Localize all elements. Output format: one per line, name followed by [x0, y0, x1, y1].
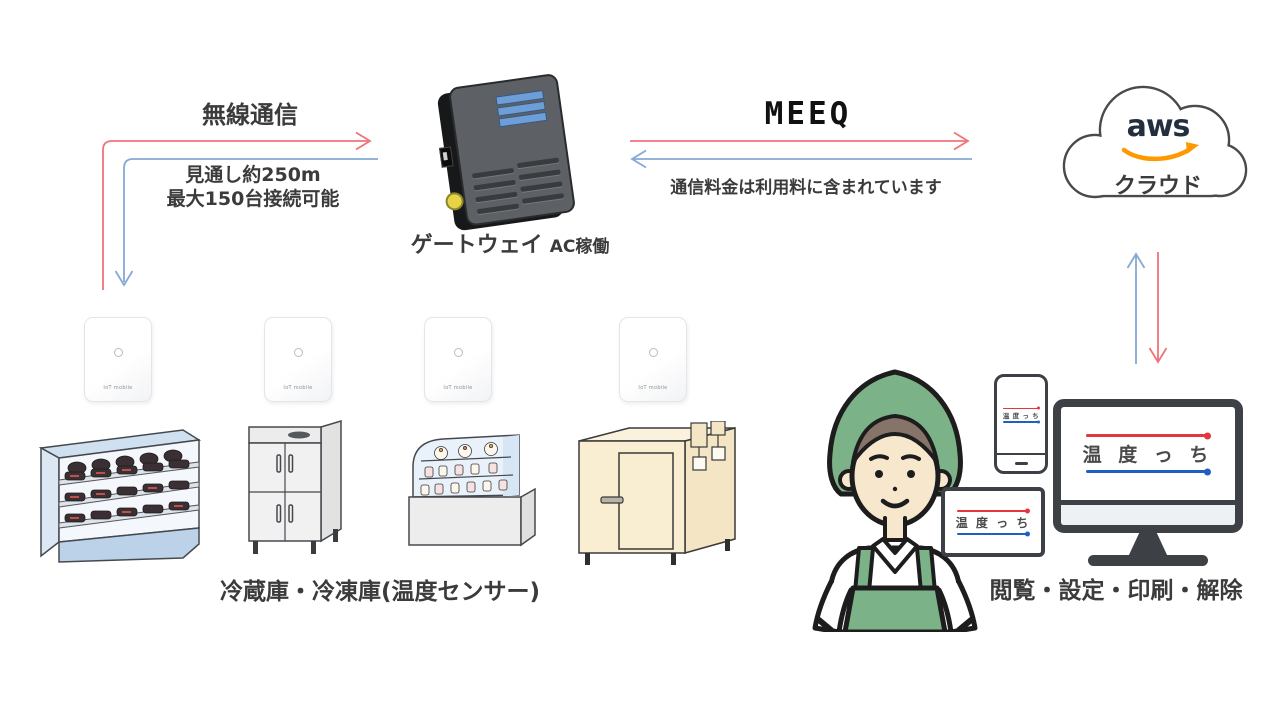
- tablet-device: 温 度 っ ち: [941, 487, 1045, 557]
- arrow-cloud-to-gateway-blue: [630, 149, 972, 169]
- wireless-range-note: 見通し約250m 最大150台接続可能: [118, 164, 388, 212]
- monitor-stand-neck: [1128, 533, 1168, 557]
- sensor-device: IoT mobile: [264, 317, 332, 402]
- app-logo-blue-line: [1003, 421, 1039, 423]
- smartphone-device: 温 度 っ ち: [994, 374, 1048, 474]
- gateway-vent: [521, 193, 565, 204]
- fridge-walkin-cooler-illustration: [578, 421, 736, 565]
- app-logo-blue-line: [1086, 470, 1210, 473]
- sensor-led-icon: [113, 348, 123, 357]
- app-logo: 温 度 っ ち: [1002, 407, 1040, 423]
- sensor-brand: IoT mobile: [283, 385, 313, 391]
- sensor-device: IoT mobile: [424, 317, 492, 402]
- sensor-brand: IoT mobile: [103, 385, 133, 391]
- monitor-screen: 温 度 っ ち: [1061, 407, 1235, 500]
- fridge-cake-display-illustration: [408, 434, 536, 547]
- wireless-title: 無線通信: [202, 101, 298, 129]
- sensor-brand: IoT mobile: [638, 385, 668, 391]
- gateway-power-mode: AC稼働: [549, 237, 610, 257]
- app-logo-text: 温 度 っ ち: [1002, 412, 1040, 420]
- app-logo-text: 温 度 っ ち: [1082, 444, 1214, 466]
- app-logo-blue-line: [957, 532, 1029, 535]
- range-line1: 見通し約250m: [185, 164, 321, 186]
- gateway-vent: [476, 203, 520, 215]
- arrow-cloud-to-user-red: [1148, 252, 1168, 364]
- gateway-port: [439, 146, 454, 168]
- arrow-user-to-cloud-blue: [1126, 252, 1146, 364]
- gateway-label: ゲートウェイ AC稼働: [370, 227, 650, 259]
- store-staff-illustration: [812, 369, 978, 632]
- aws-logo-text: aws: [1126, 109, 1191, 144]
- gateway-vent: [473, 179, 516, 191]
- app-logo-red-line: [1086, 434, 1210, 437]
- gateway-vent: [516, 157, 560, 169]
- sensor-device: IoT mobile: [619, 317, 687, 402]
- range-line2: 最大150台接続可能: [166, 187, 340, 210]
- aws-smile-swoosh: [1121, 142, 1199, 162]
- sensor-led-icon: [293, 348, 303, 357]
- gateway-vent: [471, 167, 515, 179]
- sensor-device: IoT mobile: [84, 317, 152, 402]
- sensor-brand: IoT mobile: [443, 385, 473, 391]
- monitor-chin-bezel: [1061, 500, 1235, 525]
- fridge-four-door-illustration: [248, 419, 342, 554]
- gateway-device-image: [436, 72, 577, 232]
- sensor-led-icon: [648, 348, 658, 357]
- app-logo: 温 度 っ ち: [1083, 434, 1210, 473]
- smartphone-home-bar: [997, 453, 1045, 471]
- app-logo-text: 温 度 っ ち: [955, 515, 1031, 530]
- desktop-monitor-device: 温 度 っ ち: [1053, 399, 1243, 533]
- gateway-vent: [518, 169, 561, 181]
- aws-cloud-label: クラウド: [1113, 174, 1202, 199]
- gateway-front-panel: [447, 72, 577, 227]
- arrow-gateway-to-cloud-red: [630, 131, 970, 151]
- meeq-note: 通信料金は利用料に含まれています: [670, 178, 942, 198]
- smartphone-screen: 温 度 っ ち: [997, 377, 1045, 453]
- fridges-caption: 冷蔵庫・冷凍庫(温度センサー): [219, 579, 541, 605]
- fridge-open-display-case-illustration: [38, 429, 202, 563]
- gateway-vent: [520, 181, 563, 193]
- user-actions-caption: 閲覧・設定・印刷・解除: [989, 578, 1243, 604]
- app-logo-red-line: [957, 509, 1029, 512]
- meeq-logo: MEEQ: [764, 96, 852, 132]
- gateway-vent: [475, 191, 518, 203]
- gateway-name: ゲートウェイ: [410, 233, 543, 258]
- home-button-icon: [1014, 461, 1028, 465]
- app-logo: 温 度 っ ち: [955, 509, 1031, 535]
- aws-cloud-icon: [1062, 85, 1248, 199]
- app-logo-red-line: [1003, 407, 1039, 409]
- sensor-led-icon: [453, 348, 463, 357]
- monitor-stand-base: [1088, 555, 1208, 566]
